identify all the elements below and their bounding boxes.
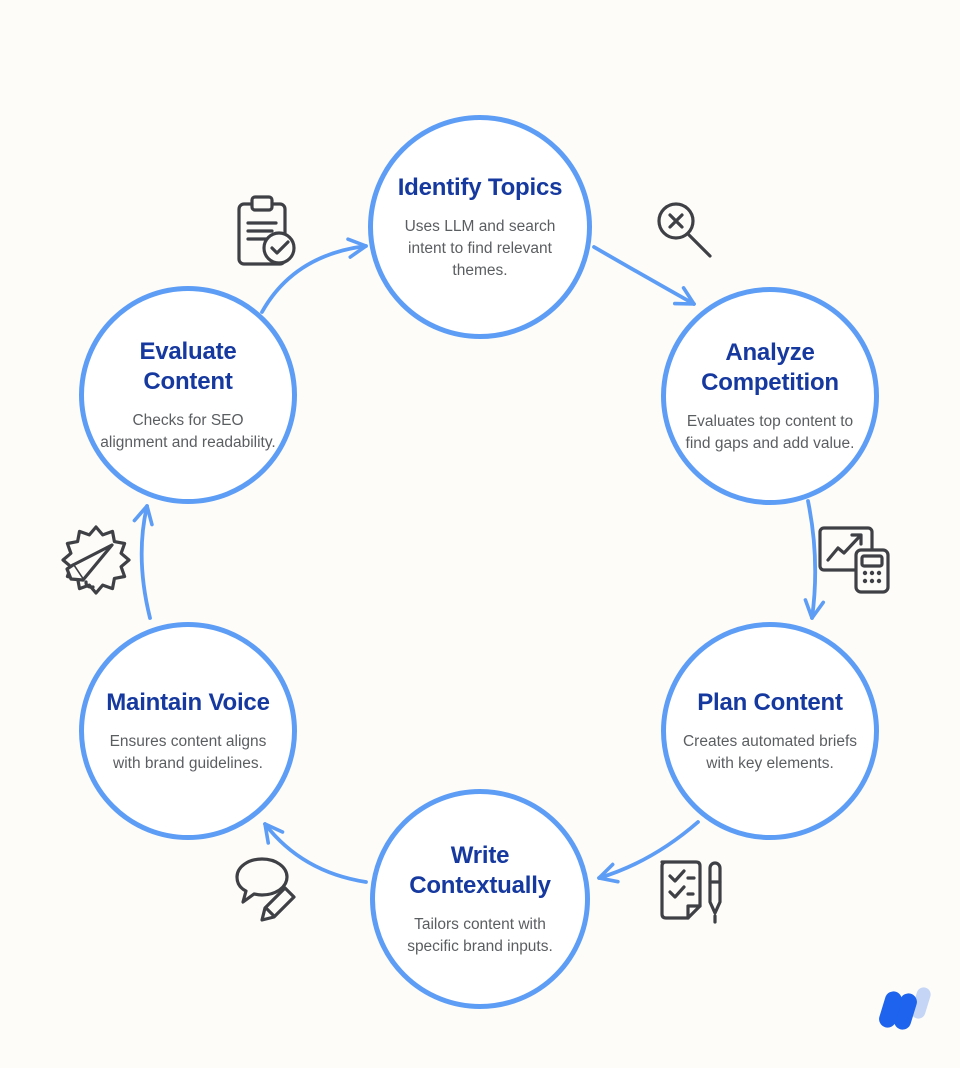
step-node-identify-topics: Identify Topics Uses LLM and search inte… [368,115,592,339]
arrow-evaluate-to-identify [260,237,368,314]
step-description: Evaluates top content to find gaps and a… [685,412,855,452]
step-title: Plan Content [697,688,843,716]
step-title: Analyze Competition [701,338,839,396]
brand-logo-w-mark-icon [879,987,931,1030]
step-description: Tailors content with specific brand inpu… [407,915,553,955]
step-node-evaluate-content: Evaluate Content Checks for SEO alignmen… [79,286,297,504]
step-node-write-contextually: Write Contextually Tailors content with … [370,789,590,1009]
step-title: Maintain Voice [106,688,270,716]
step-description: Checks for SEO alignment and readability… [100,411,276,451]
step-title: Identify Topics [397,173,563,201]
step-title: Write Contextually [409,841,551,899]
logo-left-lobe [879,991,902,1028]
step-node-plan-content: Plan Content Creates automated briefs wi… [661,622,879,840]
step-node-analyze-competition: Analyze Competition Evaluates top conten… [661,287,879,505]
arrow-maintain-to-evaluate [132,504,154,620]
megaphone-badge-icon [61,525,131,595]
arrow-plan-to-write [597,820,700,884]
chart-calculator-icon [818,526,890,594]
step-description: Ensures content aligns with brand guidel… [109,732,267,772]
step-title: Evaluate Content [139,337,237,395]
step-node-maintain-voice: Maintain Voice Ensures content aligns wi… [79,622,297,840]
arrow-write-to-maintain [263,822,368,884]
speech-pencil-icon [235,857,296,922]
step-description: Creates automated briefs with key elemen… [682,732,858,772]
arrow-analyze-to-plan [803,499,826,620]
logo-light-lobe [911,987,931,1019]
clipboard-check-icon [237,195,296,266]
search-x-icon [657,202,712,258]
document-pen-icon [660,860,722,924]
step-description: Uses LLM and search intent to find relev… [404,217,556,279]
arrow-identify-to-analyze [592,245,696,306]
